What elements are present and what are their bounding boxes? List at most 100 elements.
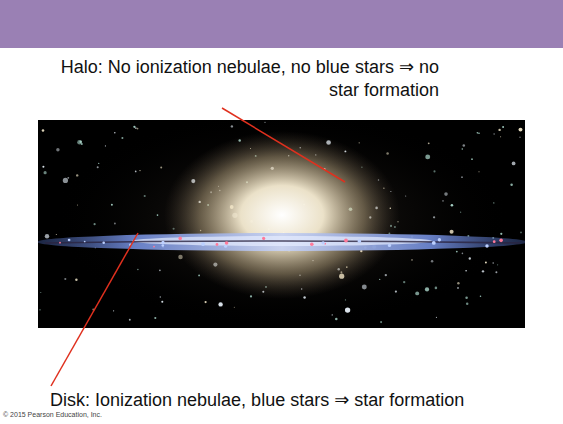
star-dot [345,307,350,312]
star-dot [121,137,123,139]
star-dot [502,126,504,128]
nebula-dot [224,245,227,248]
star-dot [135,171,137,173]
star-dot [500,233,502,235]
star-dot [42,129,45,132]
nebula-dot [432,241,436,245]
star-dot [67,177,69,179]
star-dot [495,271,497,273]
star-dot [264,122,265,123]
star-dot [362,285,367,290]
nebula-dot [262,237,265,240]
nebula-dot [263,238,265,240]
star-dot [431,260,434,263]
star-dot [478,171,479,172]
star-dot [44,171,47,174]
star-dot [234,307,235,308]
star-dot [519,137,521,139]
nebula-dot [161,241,164,244]
star-dot [433,170,435,172]
star-dot [411,259,412,260]
star-dot [469,257,471,259]
nebula-dot [225,241,229,245]
star-dot [435,287,438,290]
star-dot [76,174,78,176]
star-dot [114,132,116,134]
star-dot [114,223,116,225]
nebula-dot [102,242,105,245]
nebula-dot [201,242,205,246]
star-dot [79,140,82,143]
star-dot [428,142,430,144]
nebula-dot [499,238,503,242]
star-dot [386,152,389,155]
star-dot [97,166,99,168]
leader-line [51,233,138,386]
star-dot [519,128,523,132]
nebula-dot [493,240,496,243]
nebula-dot [438,238,441,241]
nebula-dot [485,244,488,247]
star-dot [42,166,44,168]
star-dot [477,132,479,134]
nebula-dot [310,243,314,247]
star-dot [451,204,454,207]
star-dot [56,148,59,151]
star-dot [520,232,522,234]
star-dot [462,148,464,150]
star-dot [113,310,114,311]
star-dot [463,144,465,146]
star-dot [137,269,138,270]
star-dot [137,128,139,130]
star-dot [460,212,461,213]
nebula-dot [321,241,324,244]
star-dot [335,318,338,321]
star-dot [457,287,459,289]
star-dot [385,274,387,276]
star-dot [415,291,419,295]
star-dot [466,302,468,304]
star-dot [159,270,161,272]
nebula-dot [162,244,165,247]
nebula-dot [153,246,155,248]
star-dot [465,296,468,299]
star-dot [405,195,406,196]
star-dot [510,184,512,187]
star-dot [379,279,380,280]
star-dot [75,278,77,280]
star-dot [493,133,494,134]
star-dot [105,145,106,146]
nebula-dot [216,243,219,246]
star-dot [139,170,140,171]
star-dot [425,154,430,159]
star-dot [133,126,135,128]
star-dot [98,163,99,164]
star-dot [498,129,500,131]
star-dot [39,309,40,310]
star-dot [480,296,482,298]
header-band [0,0,563,48]
star-dot [444,192,448,196]
star-dot [160,167,162,169]
star-dot [482,270,484,272]
star-dot [64,278,66,280]
copyright-note: © 2015 Pearson Education, Inc. [3,411,102,420]
nebula-dot [178,237,182,241]
nebula-dot [68,239,71,242]
star-dot [512,162,516,166]
star-dot [40,292,41,293]
nebula-dot [59,242,61,244]
callout-text: Disk: Ionization nebulae, blue stars ⇒ s… [50,389,464,412]
star-dot [231,125,233,127]
star-dot [380,321,382,323]
star-dot [456,251,458,253]
star-dot [485,262,487,264]
star-dot [111,204,113,206]
star-dot [500,136,501,137]
star-dot [461,176,463,178]
star-dot [433,216,435,218]
star-dot [154,317,156,319]
star-dot [205,301,207,303]
star-dot [160,296,162,298]
nebula-dot [388,244,391,247]
